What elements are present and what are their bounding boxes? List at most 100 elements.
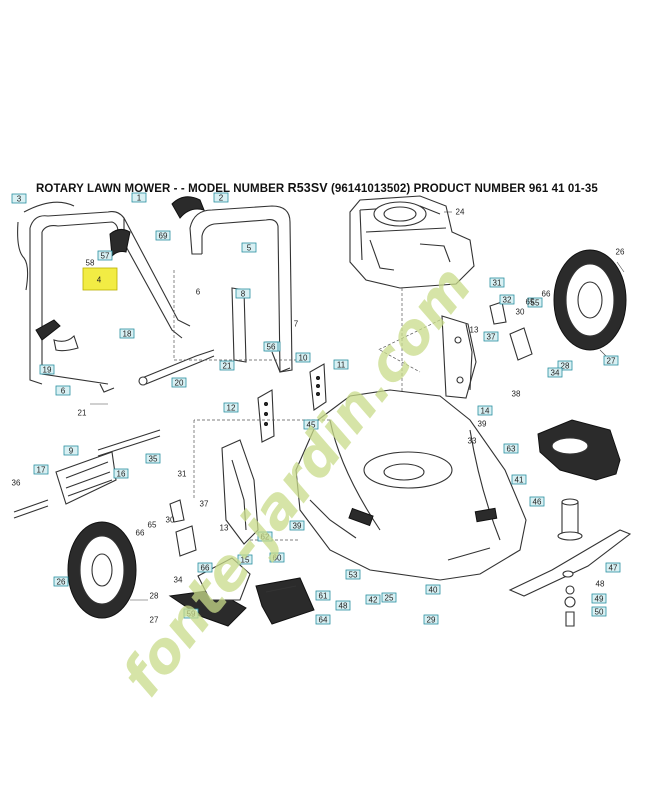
blade-bolts	[564, 585, 576, 627]
svg-text:32: 32	[503, 296, 512, 305]
handle-knob-19	[35, 319, 79, 352]
front-wheel-27	[67, 521, 137, 619]
svg-text:1: 1	[137, 194, 142, 203]
svg-text:41: 41	[515, 476, 524, 485]
label-66: 66	[197, 562, 213, 573]
svg-text:40: 40	[429, 586, 438, 595]
rear-axle-bracket	[489, 301, 533, 361]
label-3: 3	[11, 193, 27, 204]
label-16: 16	[113, 468, 129, 479]
label-11: 11	[333, 359, 349, 370]
svg-text:10: 10	[299, 354, 308, 363]
svg-text:4: 4	[97, 276, 102, 285]
svg-text:2: 2	[219, 194, 224, 203]
plain-label-6: 6	[196, 288, 201, 297]
plain-label-13b: 13	[220, 524, 229, 533]
svg-text:37: 37	[487, 333, 496, 342]
plain-label-27: 27	[150, 616, 159, 625]
title-prefix: ROTARY LAWN MOWER - - MODEL NUMBER	[36, 183, 285, 195]
svg-text:66: 66	[201, 564, 210, 573]
label-17: 17	[33, 464, 49, 475]
axle-bolt-36	[13, 499, 49, 519]
label-40: 40	[425, 584, 441, 595]
plain-label-65: 65	[148, 521, 157, 530]
svg-text:50: 50	[595, 608, 604, 617]
svg-text:61: 61	[319, 592, 328, 601]
engine-24	[349, 195, 475, 289]
plain-label-65b: 65	[526, 298, 535, 307]
leader-lines	[90, 211, 625, 601]
blade-adapter-63	[537, 419, 621, 481]
plain-label-37: 37	[200, 500, 209, 509]
svg-text:31: 31	[493, 279, 502, 288]
svg-text:62: 62	[261, 533, 270, 542]
label-48: 48	[335, 600, 351, 611]
svg-text:47: 47	[609, 564, 618, 573]
label-32: 32	[499, 294, 515, 305]
label-39: 39	[289, 520, 305, 531]
plain-label-28: 28	[150, 592, 159, 601]
rear-wheel-27	[553, 249, 627, 351]
svg-text:57: 57	[101, 252, 110, 261]
svg-text:45: 45	[307, 421, 316, 430]
label-9: 9	[63, 445, 79, 456]
svg-text:12: 12	[227, 404, 236, 413]
control-cable	[17, 201, 75, 291]
svg-text:53: 53	[349, 571, 358, 580]
label-45: 45	[303, 419, 319, 430]
side-cover-34	[197, 557, 251, 601]
label-31: 31	[489, 277, 505, 288]
svg-text:21: 21	[223, 362, 232, 371]
svg-text:5: 5	[247, 244, 252, 253]
plain-label-13: 13	[470, 326, 479, 335]
svg-text:63: 63	[507, 445, 516, 454]
label-56: 56	[263, 341, 279, 352]
rod-20	[141, 349, 215, 385]
label-1: 1	[131, 192, 147, 203]
front-axle-bracket	[169, 499, 197, 557]
svg-text:39: 39	[293, 522, 302, 531]
rear-flap-9	[55, 451, 117, 505]
label-62: 62	[257, 531, 273, 542]
label-8: 8	[235, 288, 251, 299]
diagram-title: ROTARY LAWN MOWER - - MODEL NUMBER R53SV…	[36, 181, 636, 195]
plain-label-39: 39	[478, 420, 487, 429]
label-46: 46	[529, 496, 545, 507]
handle-grip-69	[109, 196, 205, 258]
plain-label-7: 7	[294, 320, 299, 329]
plain-label-34: 34	[174, 576, 183, 585]
svg-text:55: 55	[531, 299, 540, 308]
svg-text:19: 19	[43, 366, 52, 375]
svg-text:8: 8	[241, 290, 246, 299]
label-29: 29	[423, 614, 439, 625]
svg-text:3: 3	[17, 195, 22, 204]
label-6: 6	[55, 385, 71, 396]
plain-label-66b: 66	[542, 290, 551, 299]
svg-text:64: 64	[319, 616, 328, 625]
label-14: 14	[477, 405, 493, 416]
label-26: 26	[53, 576, 69, 587]
label-37: 37	[483, 331, 499, 342]
label-12: 12	[223, 402, 239, 413]
svg-text:9: 9	[69, 447, 74, 456]
svg-text:11: 11	[337, 361, 346, 370]
label-19: 19	[39, 364, 55, 375]
title-model: R53SV	[287, 181, 328, 195]
plain-label-30b: 30	[516, 308, 525, 317]
blade-47	[508, 529, 632, 597]
svg-text:17: 17	[37, 466, 46, 475]
label-2: 2	[213, 192, 229, 203]
label-25: 25	[381, 592, 397, 603]
plain-label-21: 21	[78, 409, 87, 418]
svg-text:20: 20	[175, 379, 184, 388]
height-plate-11	[309, 363, 327, 411]
label-10: 10	[295, 352, 311, 363]
plain-label-24: 24	[456, 208, 465, 217]
svg-text:25: 25	[385, 594, 394, 603]
plain-label-48: 48	[596, 580, 605, 589]
label-28: 28	[557, 360, 573, 371]
label-59: 59	[183, 608, 199, 619]
height-plate-front	[221, 439, 259, 545]
label-69: 69	[155, 230, 171, 241]
